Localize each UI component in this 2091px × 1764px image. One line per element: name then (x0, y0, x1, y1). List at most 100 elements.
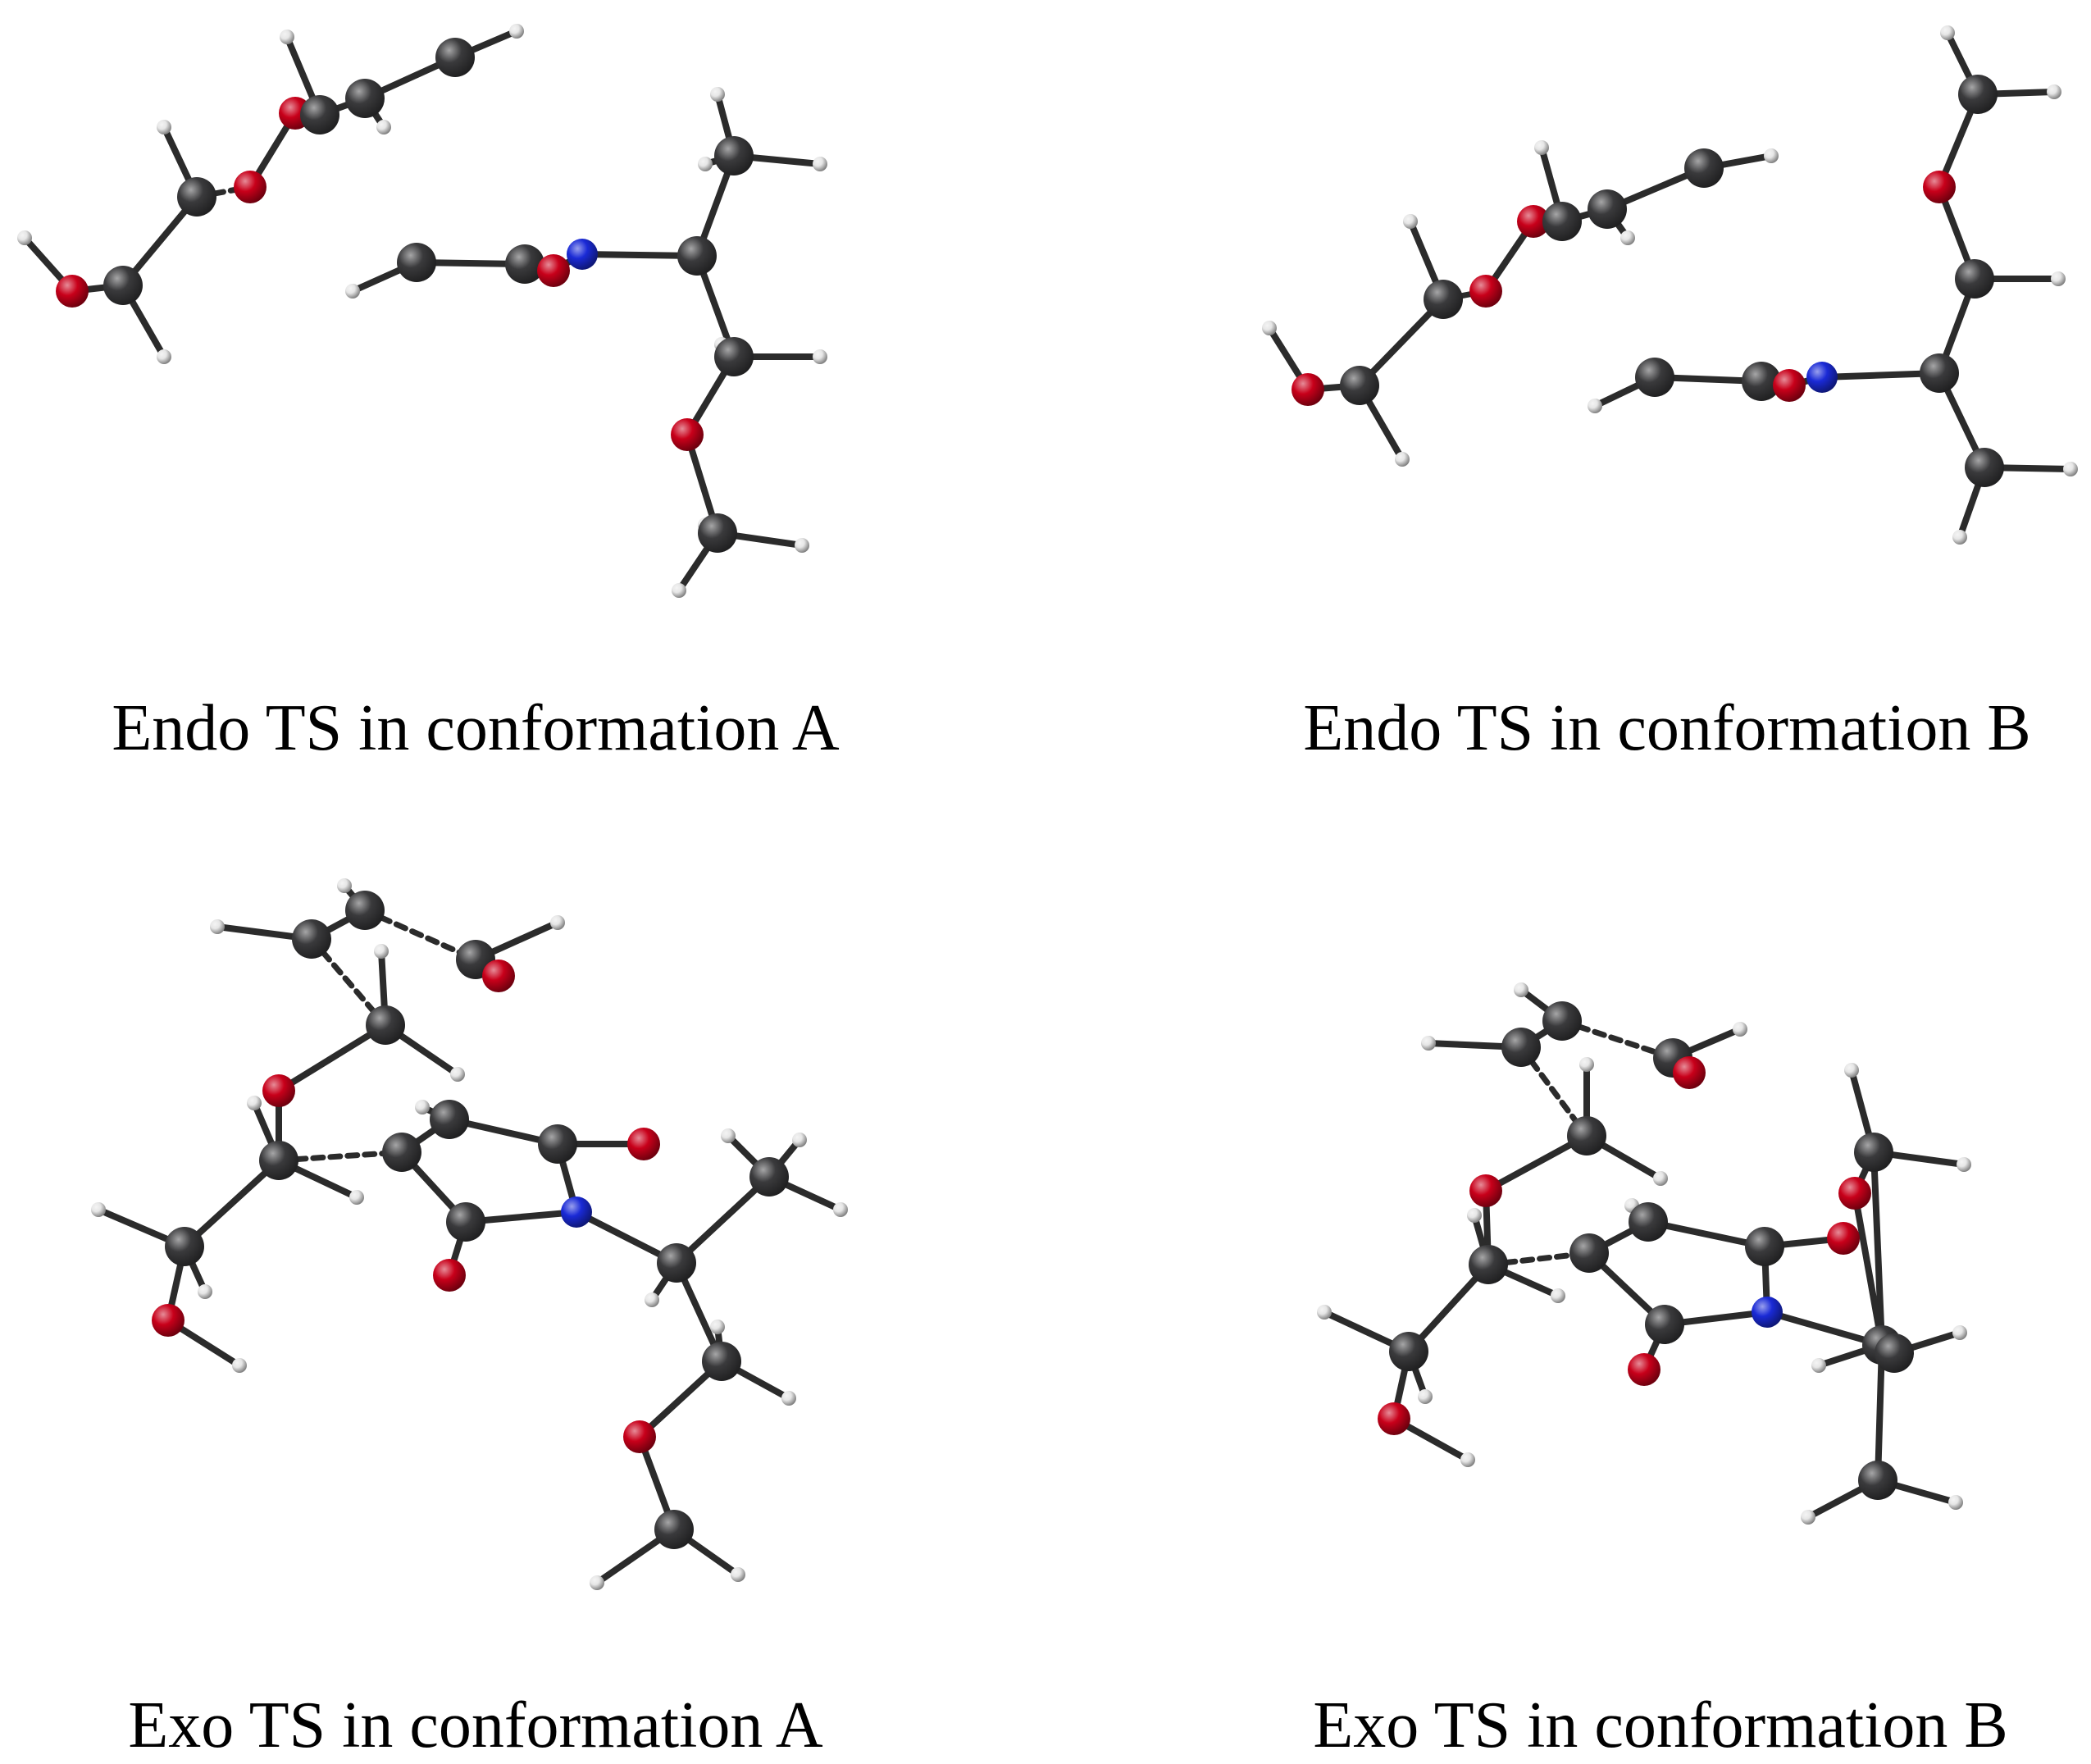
molecule-exo-a (91, 878, 848, 1590)
oxygen-atom (537, 254, 570, 287)
carbon-atom (538, 1124, 577, 1164)
carbon-atom (177, 177, 216, 217)
carbon-atom (1340, 366, 1379, 405)
hydrogen-atom (813, 157, 827, 171)
hydrogen-atom (731, 1567, 745, 1582)
carbon-atom (430, 1100, 469, 1139)
bond (1645, 1219, 1768, 1250)
hydrogen-atom (247, 1096, 262, 1110)
oxygen-atom (1673, 1056, 1706, 1089)
carbon-atom (446, 1202, 485, 1242)
panel-endo-b: Endo TS in conformation B (1046, 0, 2091, 820)
hydrogen-atom (1733, 1022, 1747, 1037)
hydrogen-atom (710, 87, 725, 102)
caption-endo-a: Endo TS in conformation A (112, 692, 840, 764)
carbon-atom (435, 38, 475, 77)
oxygen-atom (1469, 275, 1502, 308)
bond (1852, 1190, 1885, 1348)
carbon-atom (1542, 202, 1582, 241)
atoms (17, 24, 827, 598)
hydrogen-atom (792, 1133, 807, 1147)
hydrogen-atom (345, 284, 360, 299)
bonds (1266, 30, 2074, 540)
carbon-atom (1389, 1332, 1428, 1371)
molecule-endo-b (1262, 25, 2078, 545)
bond (1870, 1149, 1885, 1348)
carbon-atom (165, 1227, 204, 1266)
bonds (21, 28, 823, 594)
hydrogen-atom (590, 1575, 604, 1590)
hydrogen-atom (210, 919, 225, 934)
hydrogen-atom (337, 878, 352, 893)
hydrogen-atom (376, 120, 391, 134)
carbon-atom (1469, 1245, 1508, 1284)
oxygen-atom (627, 1128, 660, 1160)
carbon-atom (103, 266, 143, 305)
carbon-atom (1635, 358, 1674, 397)
hydrogen-atom (91, 1202, 106, 1217)
hydrogen-atom (1801, 1510, 1815, 1525)
hydrogen-atom (1262, 321, 1277, 335)
hydrogen-atom (1952, 1325, 1967, 1340)
caption-endo-b: Endo TS in conformation B (1303, 692, 2031, 764)
bond (1764, 1309, 1885, 1348)
hydrogen-atom (198, 1284, 212, 1299)
bonds (1321, 987, 1967, 1520)
carbon-atom (1920, 353, 1959, 393)
carbon-atom (1501, 1028, 1541, 1067)
bond (276, 1022, 389, 1094)
atoms (91, 878, 848, 1590)
carbon-atom (1858, 1461, 1897, 1500)
panel-endo-a: Endo TS in conformation A (0, 0, 1046, 820)
carbon-atom (657, 1243, 696, 1283)
carbon-atom (1745, 1227, 1784, 1266)
caption-exo-a: Exo TS in conformation A (128, 1689, 823, 1762)
oxygen-atom (1469, 1174, 1502, 1207)
hydrogen-atom (1403, 214, 1418, 229)
hydrogen-atom (2063, 462, 2078, 476)
hydrogen-atom (450, 1067, 465, 1082)
hydrogen-atom (374, 944, 389, 959)
hydrogen-atom (415, 1100, 430, 1114)
hydrogen-atom (710, 1320, 725, 1334)
oxygen-atom (1838, 1177, 1871, 1210)
hydrogen-atom (1811, 1358, 1826, 1373)
hydrogen-atom (1460, 1452, 1475, 1467)
oxygen-atom (1292, 373, 1324, 406)
hydrogen-atom (1395, 452, 1410, 467)
hydrogen-atom (232, 1358, 247, 1373)
bond (1356, 296, 1446, 389)
bond (362, 907, 479, 963)
caption-exo-b: Exo TS in conformation B (1313, 1689, 2008, 1762)
hydrogen-atom (781, 1391, 796, 1406)
oxygen-atom (1827, 1222, 1860, 1255)
carbon-atom (1588, 189, 1627, 229)
nitrogen-atom (567, 239, 598, 270)
hydrogen-atom (157, 349, 171, 364)
nitrogen-atom (561, 1197, 592, 1228)
oxygen-atom (1773, 369, 1806, 402)
molecule-endo-a (17, 24, 827, 598)
hydrogen-atom (1957, 1157, 1971, 1172)
oxygen-atom (234, 171, 266, 203)
hydrogen-atom (1467, 1208, 1482, 1223)
oxygen-atom (262, 1074, 295, 1107)
oxygen-atom (433, 1259, 466, 1292)
carbon-atom (397, 243, 436, 282)
bond (276, 1149, 405, 1164)
atoms (1262, 25, 2078, 545)
hydrogen-atom (1620, 230, 1635, 245)
hydrogen-atom (1653, 1171, 1668, 1186)
oxygen-atom (56, 275, 89, 308)
carbon-atom (1955, 259, 1994, 299)
panel-exo-a: Exo TS in conformation A (0, 845, 1046, 1764)
hydrogen-atom (1551, 1288, 1565, 1303)
carbon-atom (1542, 1001, 1582, 1041)
carbon-atom (1645, 1305, 1684, 1344)
hydrogen-atom (813, 349, 827, 364)
hydrogen-atom (1948, 1495, 1963, 1510)
oxygen-atom (623, 1420, 656, 1453)
hydrogen-atom (645, 1292, 659, 1307)
hydrogen-atom (1952, 530, 1967, 545)
hydrogen-atom (1534, 140, 1549, 155)
